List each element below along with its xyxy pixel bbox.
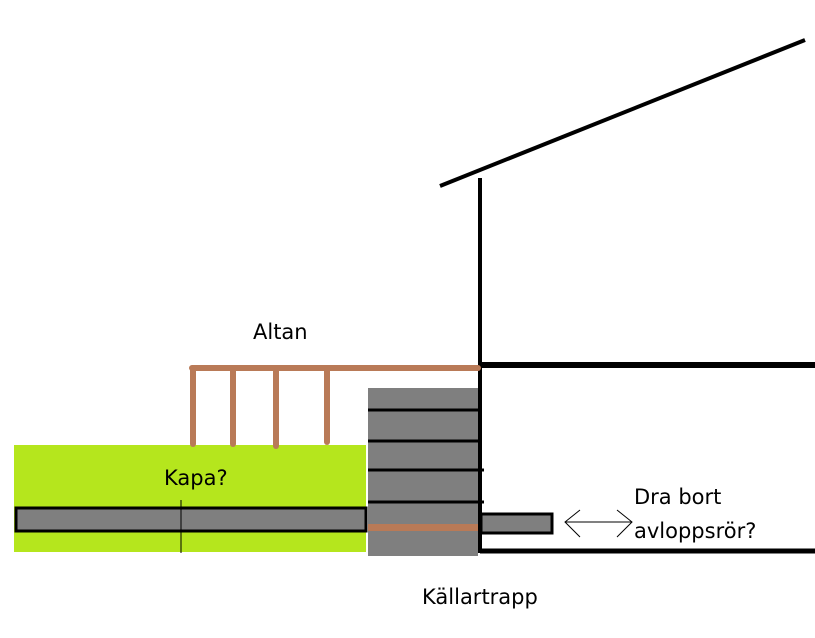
- stairs-label: Källartrapp: [422, 585, 538, 609]
- lawn: [14, 445, 366, 552]
- cut-label: Kapa?: [164, 466, 228, 490]
- drain-pipe-right: [479, 512, 554, 535]
- stair-wood-beam: [368, 524, 478, 531]
- drain-pipe-left: [14, 506, 368, 533]
- deck-label: Altan: [253, 320, 308, 344]
- deck: [189, 365, 481, 449]
- stair-steps: [368, 408, 484, 504]
- remove-pipe-label-1: Dra bort: [634, 485, 721, 509]
- double-arrow-icon: [564, 509, 633, 538]
- roof: [439, 38, 806, 188]
- remove-pipe-label-2: avloppsrör?: [634, 519, 756, 543]
